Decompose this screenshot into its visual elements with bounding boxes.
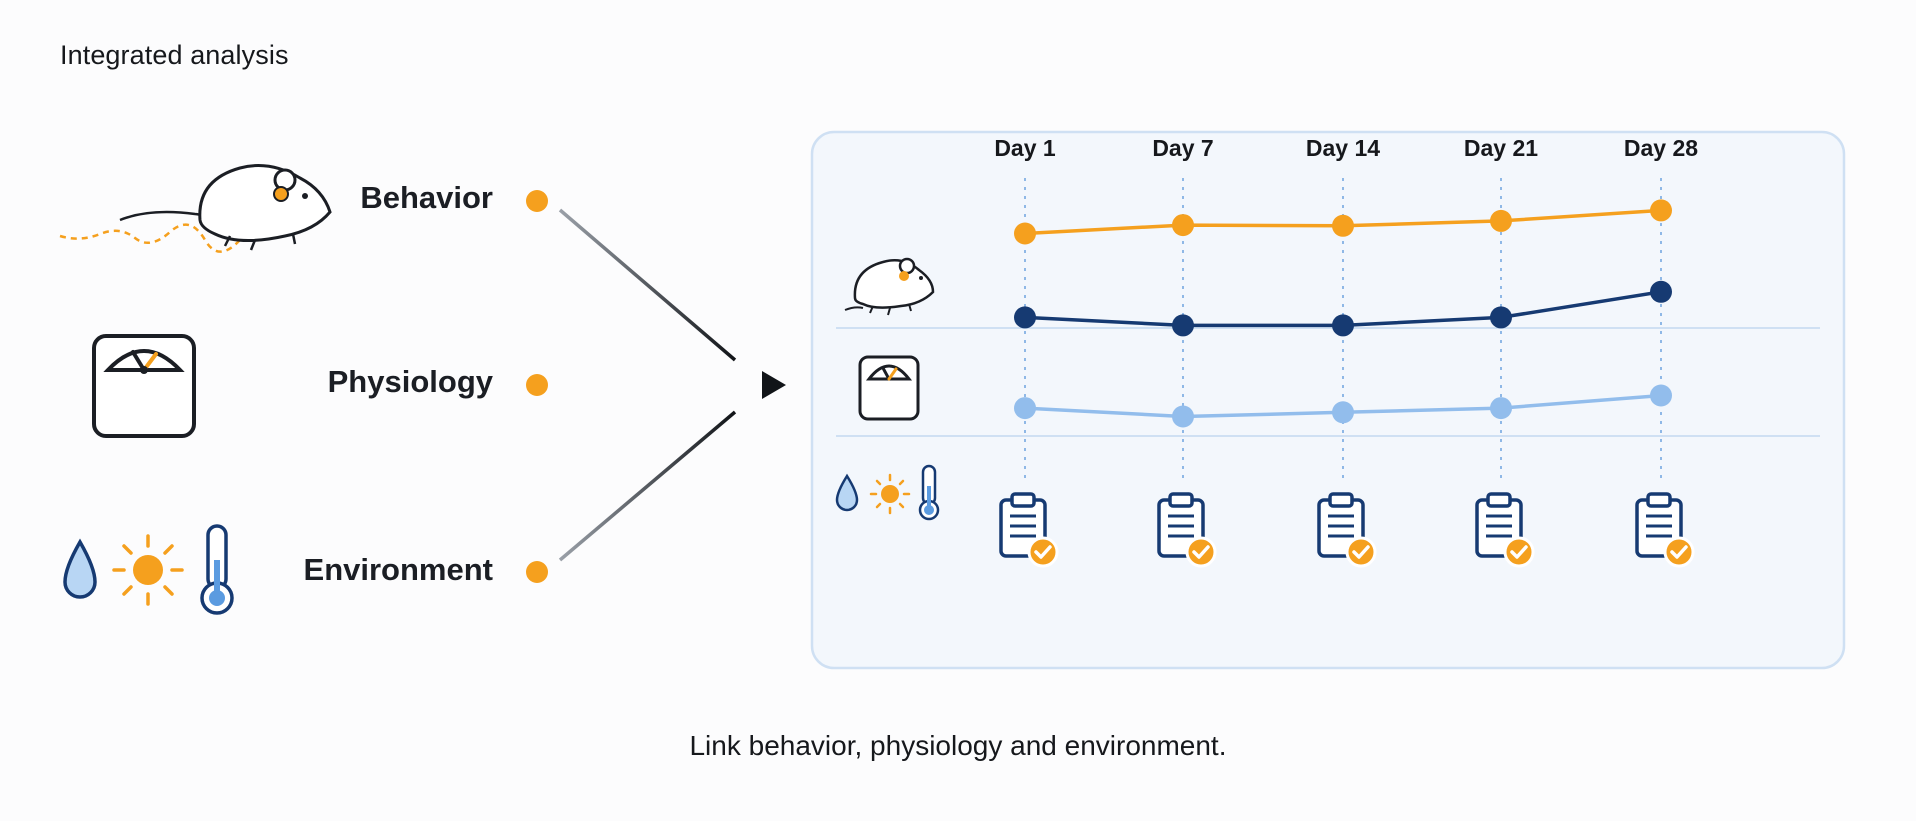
day-label: Day 1 [994, 135, 1056, 161]
caption: Link behavior, physiology and environmen… [689, 730, 1227, 761]
series-point-environment [1490, 397, 1512, 420]
series-lines [1014, 199, 1672, 428]
series-point-environment [1172, 405, 1194, 428]
series-point-behavior [1650, 199, 1672, 222]
environment-icons [63, 524, 234, 615]
row-icon-environment [835, 464, 940, 521]
series-point-behavior [1490, 209, 1512, 232]
environment-node-dot [526, 561, 548, 583]
day-gridlines [1024, 178, 1662, 482]
scale-icon [92, 334, 196, 438]
series-point-environment [1014, 397, 1036, 420]
thermometer-icon [200, 524, 234, 615]
series-point-physiology [1332, 314, 1354, 337]
day-label: Day 7 [1152, 135, 1213, 161]
mouse-icon [59, 164, 332, 253]
series-point-physiology [1014, 306, 1036, 329]
series-point-physiology [1490, 306, 1512, 329]
timeline-panel: Day 1 Day 7 Day 14 Day 21 Day 28 [810, 130, 1846, 670]
day-label: Day 21 [1464, 135, 1538, 161]
source-label-behavior: Behavior [360, 180, 493, 215]
page-title: Integrated analysis [60, 40, 289, 70]
clipboard-check-icon [1317, 492, 1377, 568]
source-label-physiology: Physiology [327, 364, 493, 399]
arrow-head-icon [762, 371, 786, 399]
day-label: Day 14 [1306, 135, 1380, 161]
series-point-environment [1332, 401, 1354, 424]
behavior-node-dot [526, 190, 548, 212]
series-point-behavior [1172, 214, 1194, 237]
day-label: Day 28 [1624, 135, 1698, 161]
clipboard-check-icon [1475, 492, 1535, 568]
converging-connectors [558, 208, 786, 562]
record-icons [999, 492, 1695, 568]
series-point-environment [1650, 384, 1672, 407]
series-point-physiology [1650, 280, 1672, 303]
series-point-behavior [1014, 222, 1036, 245]
timeline-panel-background [810, 130, 1846, 670]
clipboard-check-icon [1157, 492, 1217, 568]
row-icon-mouse [844, 257, 935, 316]
clipboard-check-icon [999, 492, 1059, 568]
row-icon-scale [858, 355, 920, 421]
sun-icon [112, 534, 184, 606]
physiology-node-dot [526, 374, 548, 396]
series-point-behavior [1332, 214, 1354, 237]
water-drop-icon [63, 538, 97, 599]
clipboard-check-icon [1635, 492, 1695, 568]
day-labels: Day 1 Day 7 Day 14 Day 21 Day 28 [994, 135, 1698, 161]
source-label-environment: Environment [303, 552, 493, 587]
series-point-physiology [1172, 314, 1194, 337]
